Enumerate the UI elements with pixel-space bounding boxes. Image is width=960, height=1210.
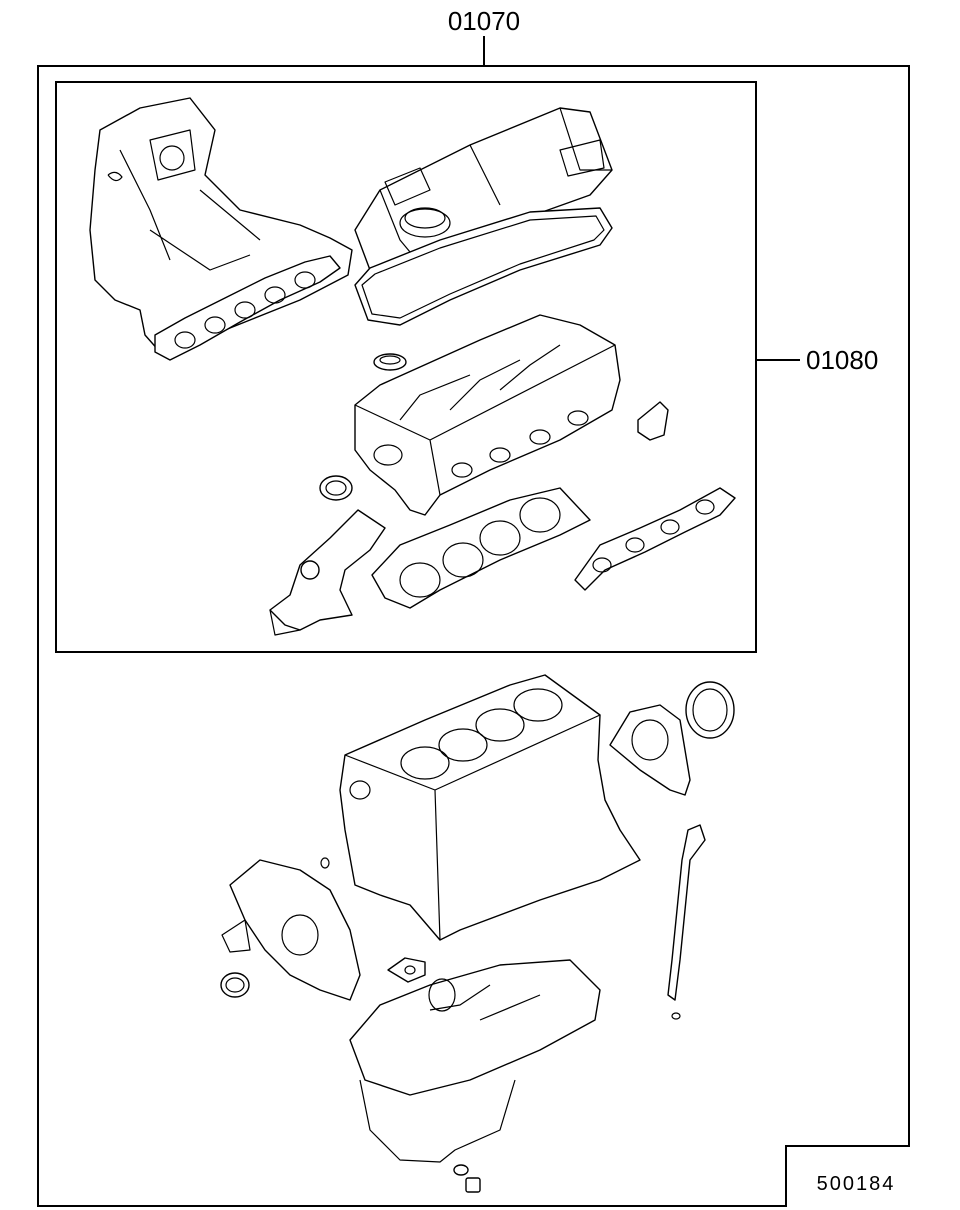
crankshaft-front-seal	[220, 972, 250, 998]
rear-oil-seal-case	[609, 704, 691, 796]
oil-level-gauge-guide	[667, 824, 706, 1020]
water-outlet-gasket	[637, 401, 669, 441]
valve-cover-gasket	[354, 207, 613, 326]
oil-pan	[349, 959, 601, 1163]
oil-cap-seal	[373, 353, 407, 371]
strainer-gasket	[387, 957, 426, 983]
camshaft-oil-seal	[319, 475, 353, 501]
inner-kit-frame	[55, 81, 757, 653]
cylinder-block	[339, 674, 641, 941]
drawing-number: 500184	[817, 1173, 896, 1195]
cylinder-head-gasket	[371, 487, 591, 609]
outer-kit-frame	[37, 65, 910, 1207]
cylinder-head	[354, 314, 621, 516]
label-01070: 01070	[448, 6, 520, 36]
label-01080: 01080	[806, 345, 878, 375]
exhaust-manifold-gasket	[574, 487, 736, 591]
intake-manifold-gasket	[154, 255, 341, 361]
rear-oil-seal	[685, 681, 735, 739]
drain-plug	[453, 1164, 481, 1193]
front-case	[221, 857, 361, 1001]
water-pipe-housing	[269, 509, 386, 636]
